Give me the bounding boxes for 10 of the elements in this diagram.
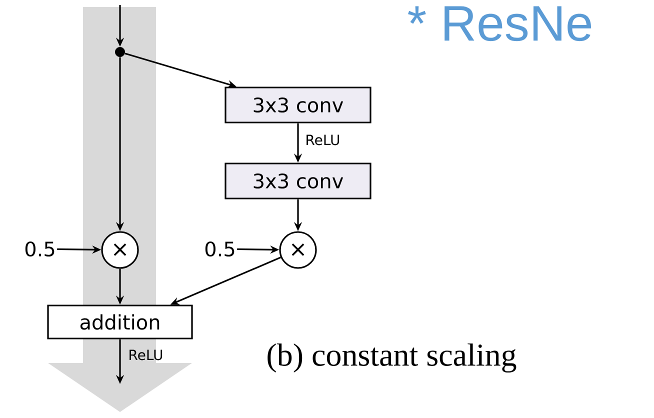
caption: (b) constant scaling xyxy=(268,343,516,373)
addition-box: addition xyxy=(47,304,193,340)
edge-label: ReLU xyxy=(306,134,340,146)
layer-box: 3x3 conv xyxy=(224,86,372,124)
junction-dot xyxy=(115,47,125,57)
constant-value: 0.5 xyxy=(25,241,54,257)
title: * ResNe xyxy=(408,6,592,42)
layer-box: 3x3 conv xyxy=(224,162,372,200)
edge-label: ReLU xyxy=(130,350,162,360)
constant-value: 0.5 xyxy=(205,241,234,257)
